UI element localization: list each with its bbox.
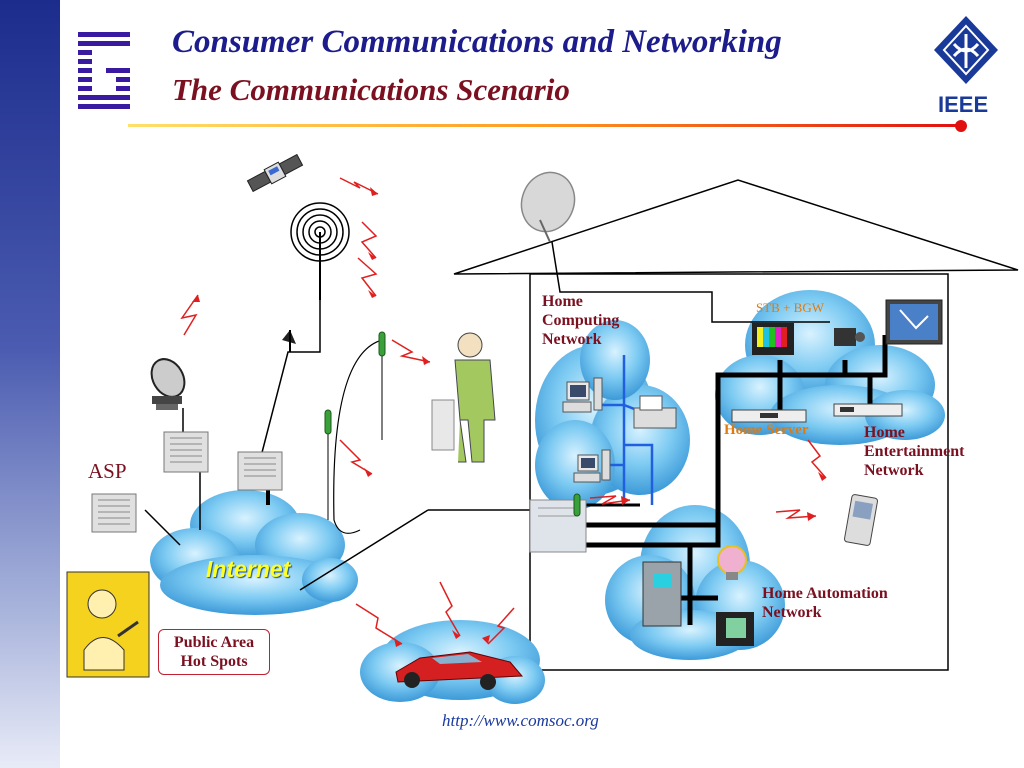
home-server-label: Home Server: [724, 422, 809, 438]
slide-title: Consumer Communications and Networking: [172, 24, 782, 60]
cell-pole-icon: [324, 409, 332, 435]
light-bulb-icon: [717, 545, 747, 580]
video-camera-icon: [834, 328, 865, 346]
desktop-computer-icon: [562, 377, 603, 413]
coffee-maker-icon: [716, 612, 754, 646]
refrigerator-icon: [642, 561, 682, 627]
dvd-player-icon: [833, 403, 903, 417]
cell-pole-icon: [378, 331, 386, 357]
wireless-signals: [180, 177, 827, 645]
stb-bgw-label: STB + BGW: [756, 300, 825, 315]
flat-screen-tv-icon: [885, 299, 943, 345]
hotspot-user-icon: [66, 571, 150, 678]
broadcast-tower-icon: [290, 202, 350, 300]
ieee-label: IEEE: [938, 92, 989, 117]
server-rack-icon: [237, 451, 283, 491]
sidebar-gradient: [0, 0, 60, 768]
title-underline: [128, 120, 967, 132]
pda-icon: [844, 494, 878, 546]
stb-tv-icon: [752, 323, 794, 355]
comsoc-logo-icon: [78, 32, 130, 110]
home-automation-network-label: Home Automation Network: [762, 585, 888, 621]
ieee-logo-icon: [934, 16, 998, 84]
slide-subtitle: The Communications Scenario: [172, 72, 570, 107]
home-entertainment-network-label: Home Entertainment Network: [864, 424, 965, 479]
internet-label: Internet: [206, 556, 291, 582]
home-gateway-monitor-icon: [529, 493, 587, 553]
printer-icon: [633, 395, 677, 429]
satellite-icon: [246, 153, 304, 193]
public-hotspots-label: Public Area Hot Spots: [158, 629, 270, 675]
mobile-user-icon: [431, 332, 496, 463]
internet-cloud: [150, 490, 358, 615]
home-server-icon: [731, 409, 807, 423]
home-computing-network-label: Home Computing Network: [542, 293, 620, 348]
server-rack-icon: [163, 431, 209, 473]
ground-station-dish-icon: [150, 358, 186, 410]
antenna-icon: [282, 330, 296, 352]
footer-url-link[interactable]: http://www.comsoc.org: [442, 711, 599, 730]
asp-label: ASP: [88, 459, 127, 483]
sports-car-icon: [395, 651, 524, 690]
network-wiring: [299, 241, 888, 625]
desktop-computer-icon: [573, 449, 611, 483]
asp-server-icon: [91, 493, 137, 533]
wireless-arrowheads: [192, 187, 826, 647]
home-satellite-dish-icon: [520, 171, 576, 243]
